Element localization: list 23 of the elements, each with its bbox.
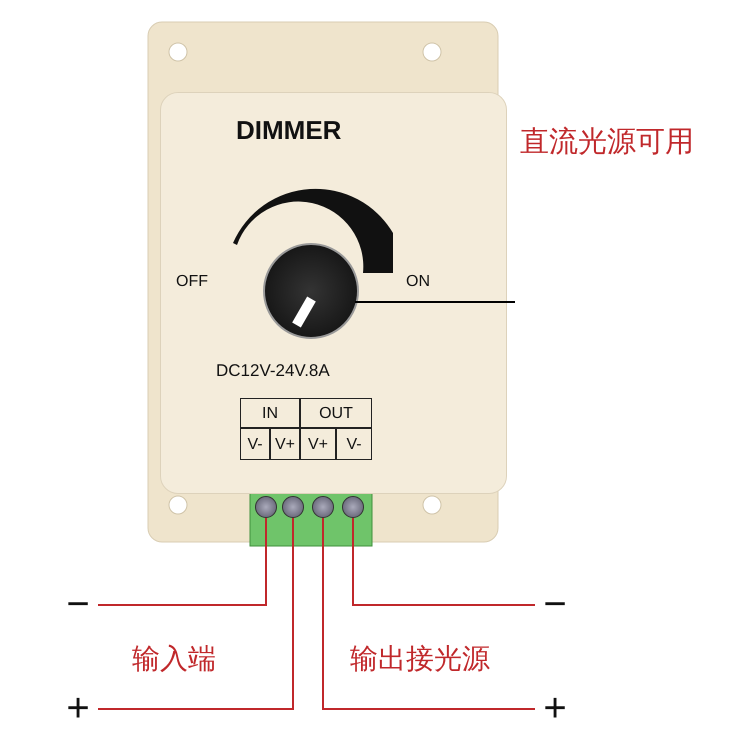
note-text: 直流光源可用 bbox=[520, 123, 694, 160]
wire bbox=[98, 518, 294, 710]
table-header: IN bbox=[240, 398, 300, 428]
wire bbox=[322, 518, 535, 710]
polarity-sign: − bbox=[58, 586, 98, 622]
input-label: 输入端 bbox=[132, 641, 216, 677]
polarity-sign: − bbox=[535, 586, 575, 622]
rating-label: DC12V-24V.8A bbox=[216, 361, 330, 381]
output-label: 输出接光源 bbox=[350, 641, 490, 677]
wire bbox=[98, 518, 267, 606]
table-cell: V- bbox=[240, 428, 270, 460]
off-label: OFF bbox=[176, 273, 208, 291]
device-title: DIMMER bbox=[236, 115, 342, 146]
dimmer-body bbox=[160, 92, 507, 494]
table-cell: V- bbox=[336, 428, 372, 460]
table-header: OUT bbox=[300, 398, 372, 428]
on-label: ON bbox=[406, 273, 430, 291]
table-cell: V+ bbox=[270, 428, 300, 460]
leader-line bbox=[355, 301, 515, 303]
table-cell: V+ bbox=[300, 428, 336, 460]
wire bbox=[352, 518, 535, 606]
polarity-sign: + bbox=[535, 688, 575, 728]
polarity-sign: + bbox=[58, 688, 98, 728]
